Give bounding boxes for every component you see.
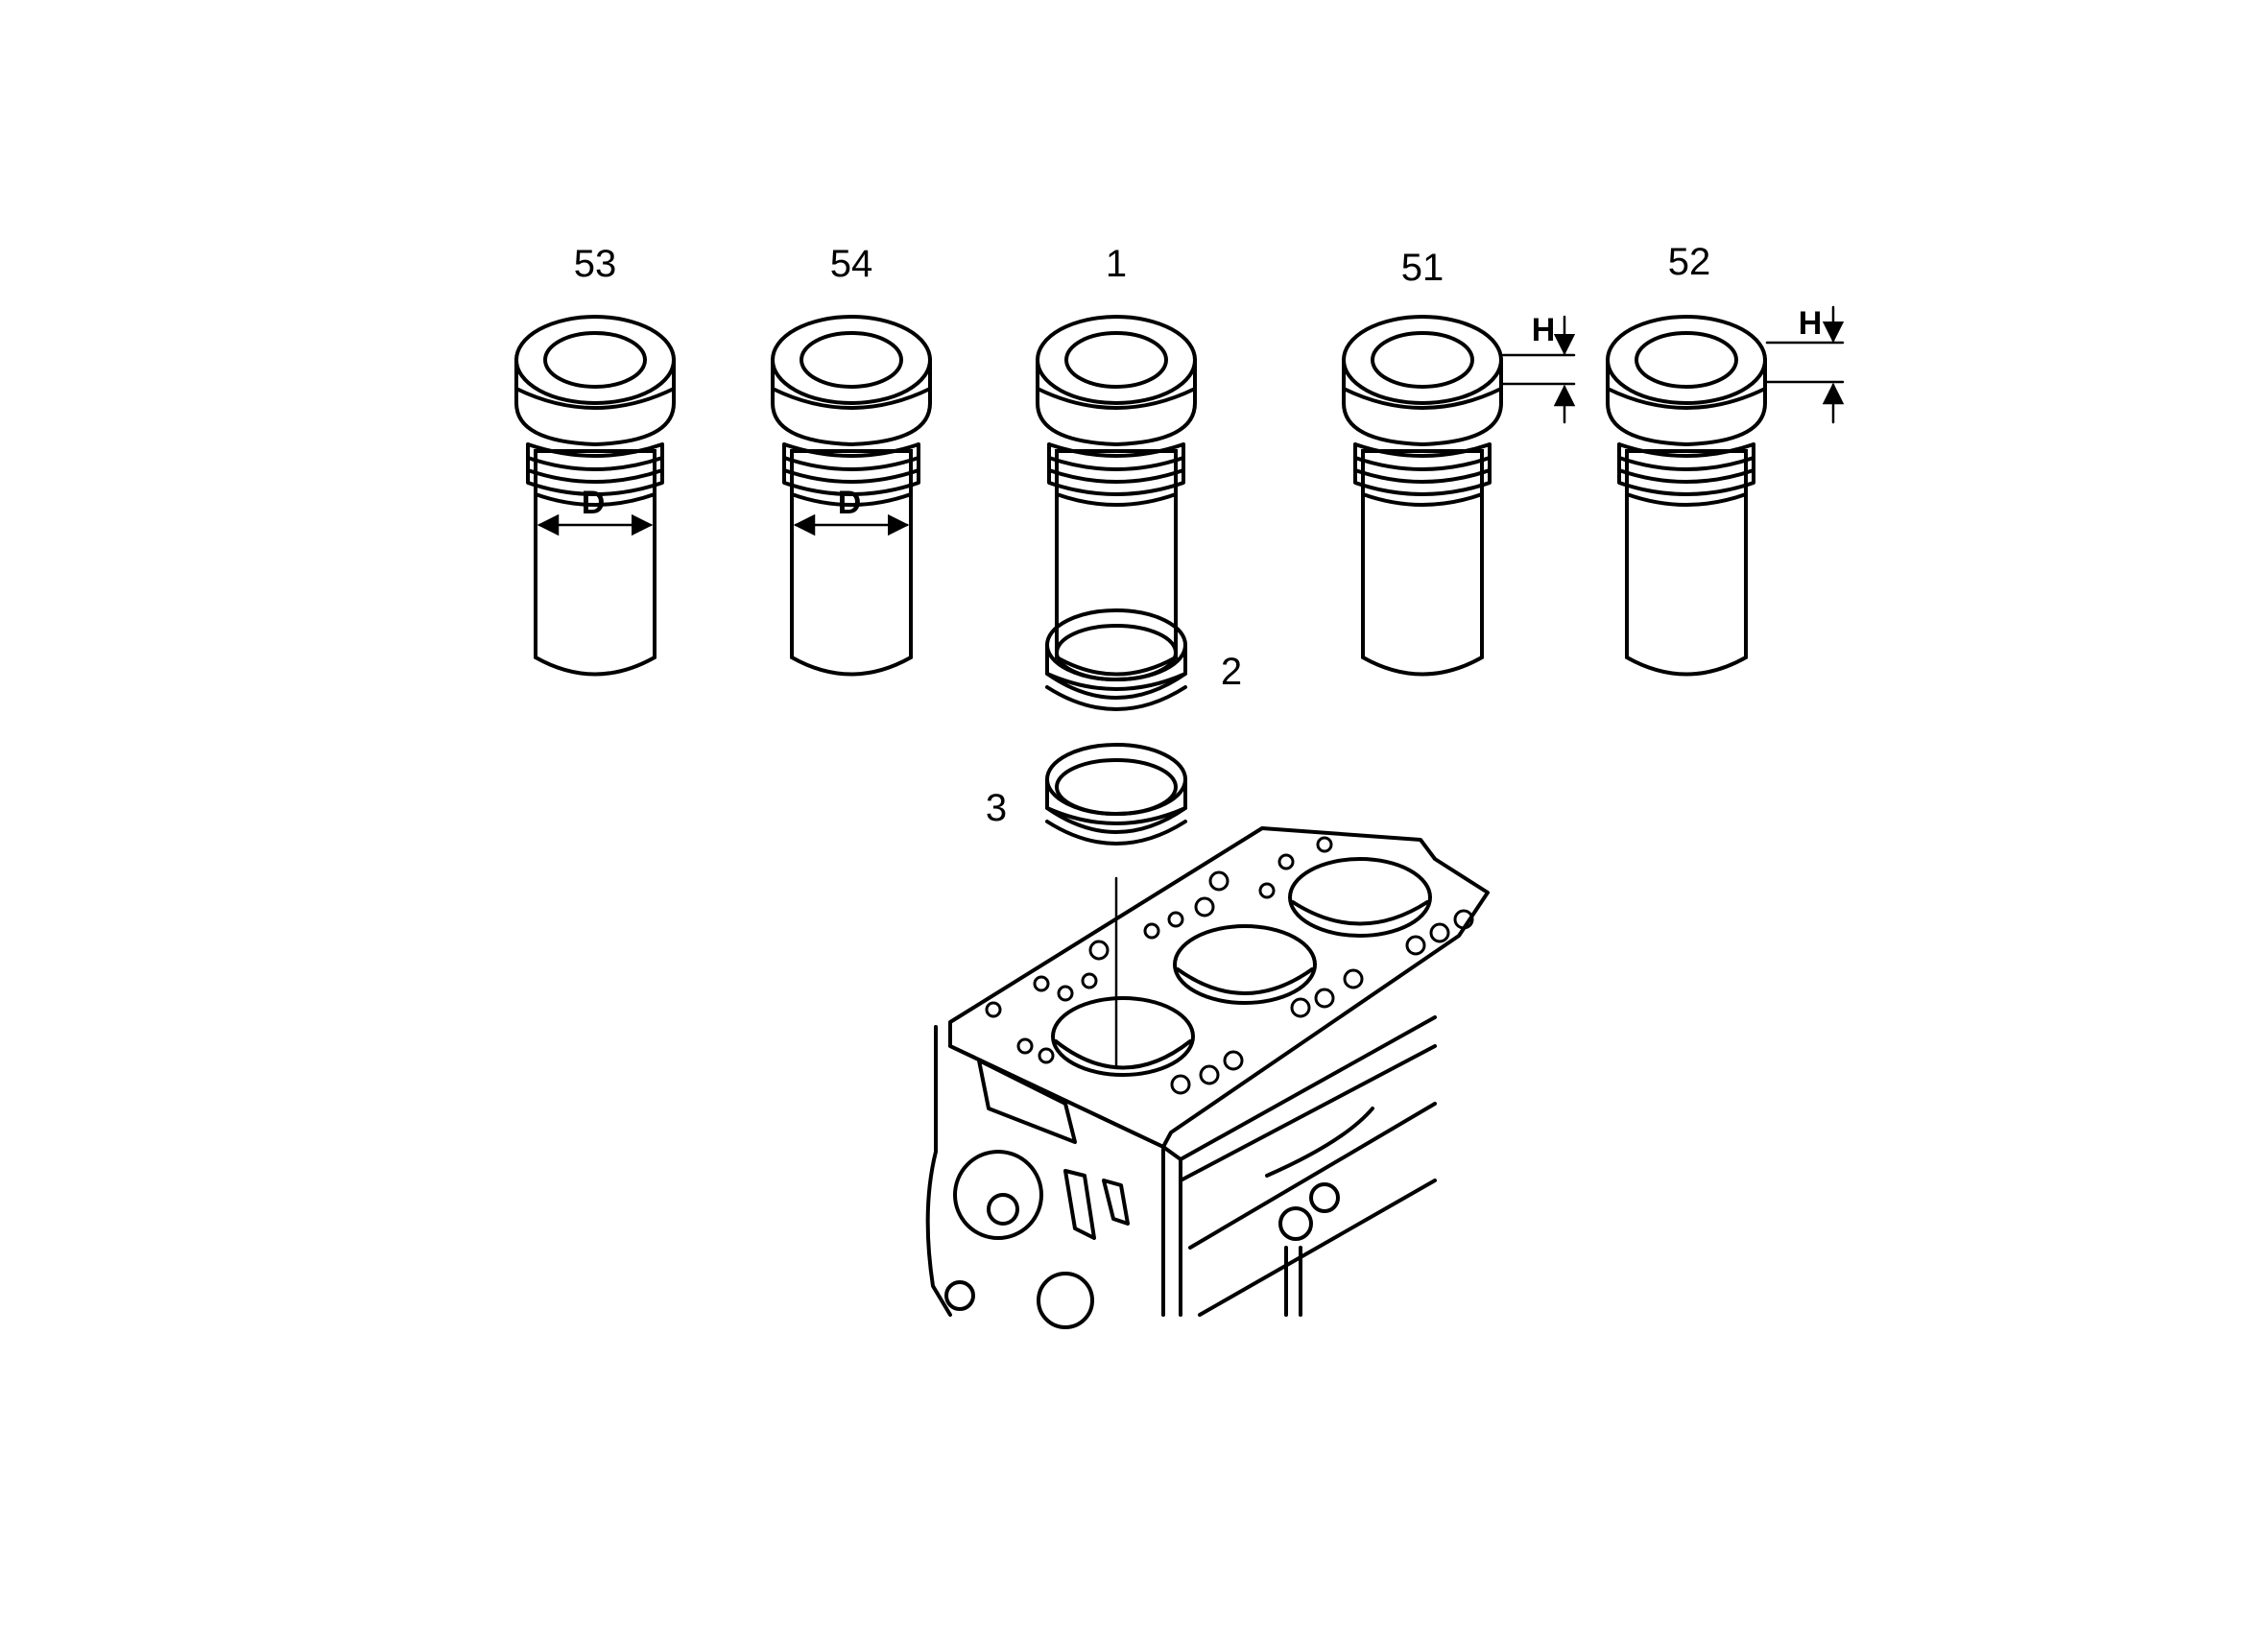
callout-1: 1 xyxy=(1106,243,1127,285)
liner-1 xyxy=(1036,315,1197,677)
diameter-label: D xyxy=(582,485,606,521)
height-label: H xyxy=(1532,312,1556,348)
diameter-label: D xyxy=(838,485,862,521)
engine-block xyxy=(925,826,1490,1329)
liner-53 xyxy=(514,315,676,677)
liner-52 xyxy=(1606,305,1845,677)
callout-52: 52 xyxy=(1668,241,1711,283)
sealing-ring-3 xyxy=(1045,743,1187,846)
callout-3: 3 xyxy=(986,787,1007,829)
callout-51: 51 xyxy=(1401,247,1444,289)
height-label: H xyxy=(1799,305,1823,342)
callout-2: 2 xyxy=(1221,651,1242,693)
liner-51 xyxy=(1342,315,1576,677)
liner-54 xyxy=(771,315,932,677)
callout-53: 53 xyxy=(574,243,617,285)
callout-54: 54 xyxy=(830,243,873,285)
